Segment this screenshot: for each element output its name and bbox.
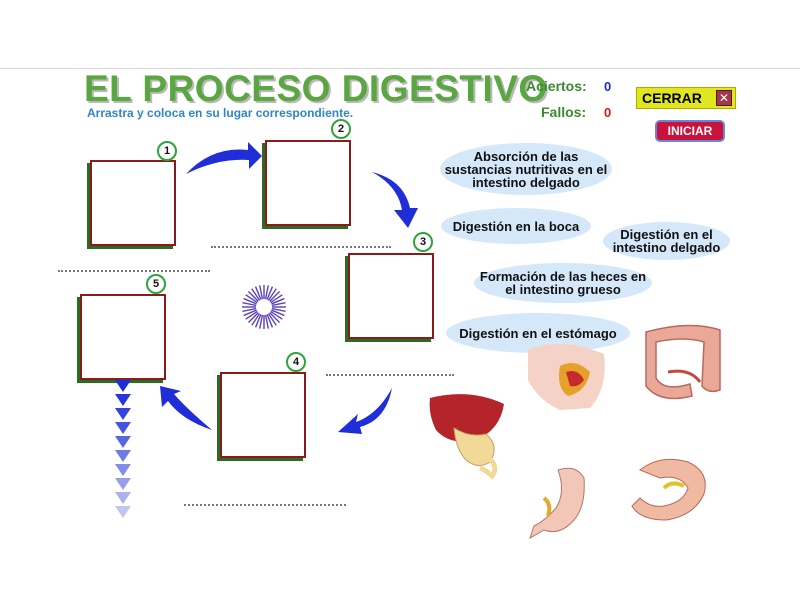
answer-line-4 bbox=[184, 504, 346, 506]
label-absorcion[interactable]: Absorción de las sustancias nutritivas e… bbox=[440, 143, 612, 195]
iniciar-button[interactable]: INICIAR bbox=[655, 120, 725, 142]
label-digestion-boca[interactable]: Digestión en la boca bbox=[441, 208, 591, 244]
cerrar-button-label: CERRAR bbox=[642, 90, 702, 106]
cerrar-button[interactable]: CERRAR ✕ bbox=[636, 87, 736, 109]
arrow-4-to-5 bbox=[160, 386, 212, 430]
drop-slot-3[interactable] bbox=[348, 253, 434, 339]
step-number-5: 5 bbox=[146, 274, 166, 294]
step-number-1: 1 bbox=[157, 141, 177, 161]
fallos-value: 0 bbox=[604, 105, 612, 120]
arrow-down-chevrons bbox=[115, 380, 131, 518]
page-title: EL PROCESO DIGESTIVO bbox=[84, 68, 548, 109]
drop-slot-4[interactable] bbox=[220, 372, 306, 458]
drop-slot-5[interactable] bbox=[80, 294, 166, 380]
step-number-2: 2 bbox=[331, 119, 351, 139]
mouth-icon bbox=[528, 343, 605, 410]
answer-line-3 bbox=[326, 374, 454, 376]
label-digestion-intestino-delgado[interactable]: Digestión en el intestino delgado bbox=[603, 222, 730, 260]
page-subtitle: Arrastra y coloca en su lugar correspond… bbox=[87, 106, 354, 120]
spinner-icon bbox=[242, 285, 286, 329]
drop-slot-2[interactable] bbox=[265, 140, 351, 226]
answer-line-2 bbox=[211, 246, 391, 248]
arrow-1-to-2 bbox=[186, 142, 262, 174]
top-divider bbox=[0, 68, 800, 69]
step-number-4: 4 bbox=[286, 352, 306, 372]
aciertos-value: 0 bbox=[604, 79, 612, 94]
close-icon: ✕ bbox=[716, 90, 732, 106]
duodenum-icon bbox=[529, 467, 585, 540]
liver-pancreas-icon bbox=[429, 394, 504, 480]
step-number-3: 3 bbox=[413, 232, 433, 252]
label-formacion-heces[interactable]: Formación de las heces en el intestino g… bbox=[474, 263, 652, 303]
answer-line-1 bbox=[58, 270, 210, 272]
arrow-2-to-3 bbox=[372, 172, 418, 228]
large-intestine-icon bbox=[645, 324, 721, 400]
label-digestion-estomago[interactable]: Digestión en el estómago bbox=[446, 313, 630, 353]
drop-slot-1[interactable] bbox=[90, 160, 176, 246]
stomach-icon bbox=[631, 458, 706, 521]
arrow-3-to-4 bbox=[338, 388, 392, 434]
fallos-label: Fallos: bbox=[541, 104, 587, 120]
aciertos-label: Aciertos: bbox=[526, 78, 587, 94]
